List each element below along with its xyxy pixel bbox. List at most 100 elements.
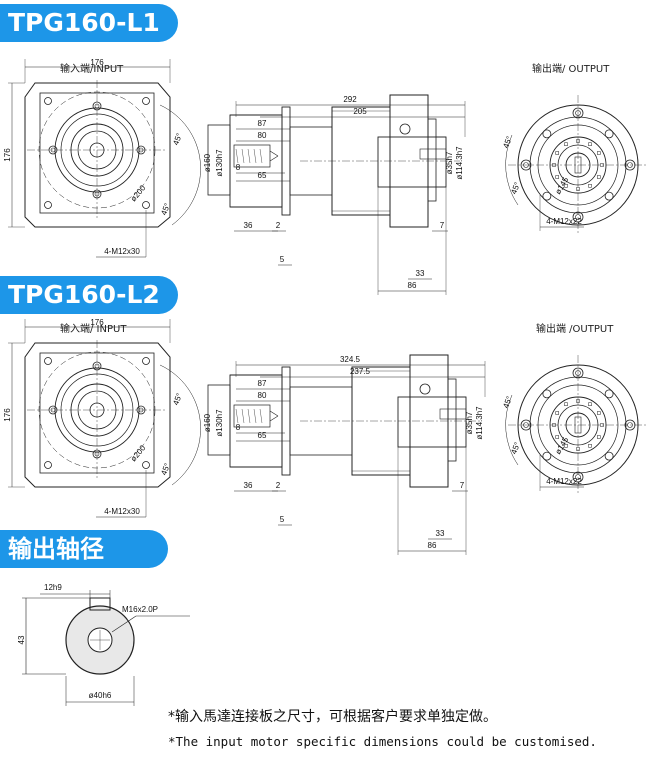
dim-label: 86 [408, 281, 417, 290]
dim-label: 292 [343, 95, 357, 104]
dim-label: 86 [428, 541, 437, 550]
drawing-l2: 17617645°45°ø2004-M12x30324.5237.5878086… [3, 318, 648, 555]
note-cn: *输入馬達连接板之尺寸，可根据客户要求单独定做。 [168, 709, 497, 725]
dim-label: 45° [171, 392, 184, 406]
dim-label: 7 [460, 481, 465, 490]
dim-label: 45° [509, 181, 522, 195]
dim-label: ø114.3h7 [475, 406, 484, 440]
circle [604, 191, 614, 201]
outline [564, 142, 568, 146]
dim-label: ø200 [129, 183, 148, 203]
dim-label: 45° [171, 132, 184, 146]
drawing-l1: 17617645°45°ø2004-M12x302922058780865ø16… [3, 58, 648, 295]
circle [44, 461, 52, 469]
dim-label: 87 [258, 379, 267, 388]
circle [142, 357, 150, 365]
section-title-shaft: 输出轴径 [0, 530, 168, 568]
dim-label: ø130h7 [215, 409, 224, 437]
dim-label: 4-M12x30 [104, 507, 140, 516]
circle [572, 367, 584, 379]
dim-label: ø40h6 [89, 691, 112, 700]
line [247, 148, 251, 164]
dim-label: 45° [501, 135, 514, 149]
output-label-l1: 输出端/ OUTPUT [532, 64, 610, 75]
dim-label: 36 [244, 481, 253, 490]
outline [588, 184, 592, 188]
section-title-l1: TPG160-L1 [0, 4, 178, 42]
outline [439, 408, 467, 420]
dim-label: 5 [280, 255, 285, 264]
note-en: *The input motor specific dimensions cou… [168, 734, 597, 749]
circle [142, 201, 150, 209]
line [111, 615, 137, 633]
circle [542, 451, 552, 461]
circle [44, 357, 52, 365]
input-label-l2: 输入端/ INPUT [60, 324, 127, 335]
outline [281, 106, 291, 216]
outline [555, 151, 559, 155]
circle [604, 451, 614, 461]
outline [419, 148, 447, 160]
line [269, 155, 279, 162]
outline [597, 435, 601, 439]
dim-label: 4-M12x22 [546, 477, 582, 486]
dim-label: 45° [159, 202, 172, 216]
line [253, 148, 257, 164]
dim-label: 8 [236, 423, 241, 432]
line [253, 408, 257, 424]
dim-label: 4-M12x22 [546, 217, 582, 226]
angle-arc [159, 104, 201, 226]
outline [564, 184, 568, 188]
outline [597, 151, 601, 155]
circle [44, 201, 52, 209]
outline [588, 142, 592, 146]
outline [447, 378, 457, 462]
dim-label: 87 [258, 119, 267, 128]
outline [555, 411, 559, 415]
dim-label: 5 [280, 515, 285, 524]
outline [281, 366, 291, 476]
outline [377, 136, 447, 188]
outline [588, 444, 592, 448]
circle [419, 383, 431, 395]
dim-label: 8 [236, 163, 241, 172]
dim-label: 45° [501, 395, 514, 409]
line [241, 148, 245, 164]
dim-label: 324.5 [340, 355, 361, 364]
input-label-l1: 输入端/INPUT [60, 64, 124, 75]
dim-label: 205 [353, 107, 367, 116]
dim-label: 2 [276, 221, 281, 230]
dim-label: 36 [244, 221, 253, 230]
dim-label: ø200 [129, 443, 148, 463]
dim-label: 80 [258, 131, 267, 140]
line [235, 148, 239, 164]
outline [597, 411, 601, 415]
circle [572, 107, 584, 119]
dim-label: 237.5 [350, 367, 371, 376]
circle [520, 159, 532, 171]
line [269, 150, 279, 157]
circle [542, 191, 552, 201]
input-flange [24, 342, 171, 488]
dim-label: 176 [90, 58, 104, 67]
dim-label: ø160 [203, 153, 212, 172]
dim-label: 2 [276, 481, 281, 490]
line [269, 410, 279, 417]
circle [604, 129, 614, 139]
dim-label: ø130h7 [215, 149, 224, 177]
outline [597, 175, 601, 179]
dim-label: 65 [258, 171, 267, 180]
dim-label: 7 [440, 221, 445, 230]
outline [427, 118, 437, 202]
dim-label: ø35h7 [445, 151, 454, 174]
outline [397, 396, 467, 448]
dim-label: 4-M12x30 [104, 247, 140, 256]
dim-label: 33 [436, 529, 445, 538]
dim-label: 176 [90, 318, 104, 327]
dim-label: 176 [3, 148, 12, 162]
line [269, 415, 279, 422]
out-angle-arc [505, 134, 519, 206]
dim-label: 65 [258, 431, 267, 440]
circle [44, 97, 52, 105]
